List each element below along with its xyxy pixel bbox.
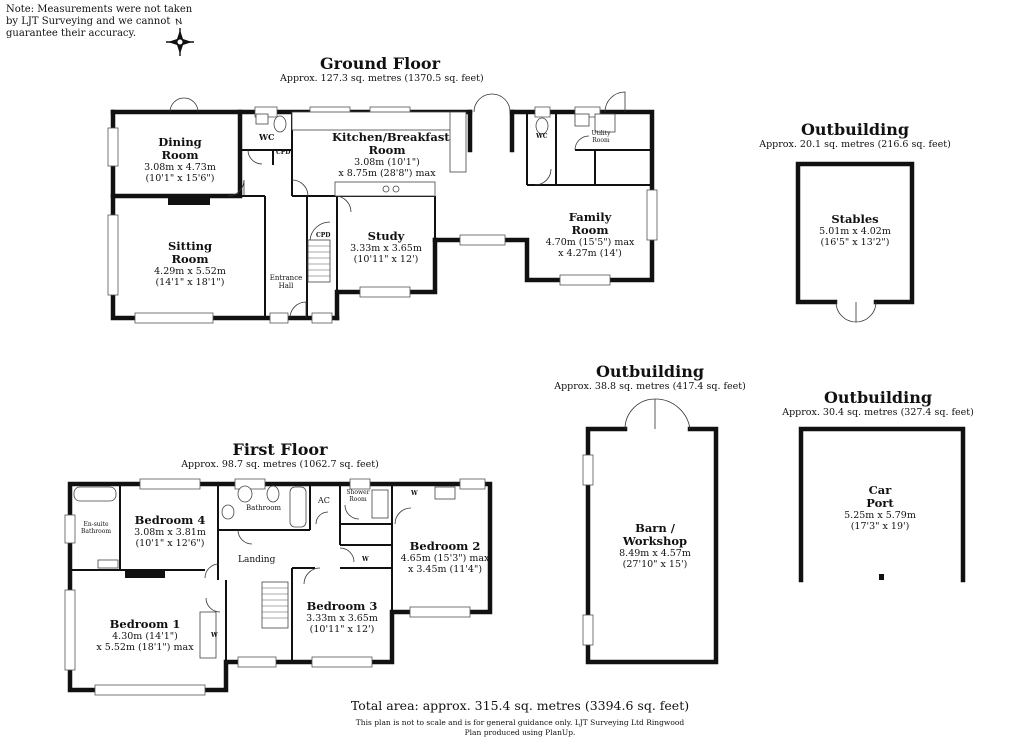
room-imperial: (10'1" x 15'6") (145, 173, 215, 184)
outbuilding-title: Outbuilding (595, 362, 705, 381)
room-name: Family Room (568, 210, 612, 237)
room-imperial: x 3.45m (11'4") (407, 564, 483, 575)
stables-plan (795, 161, 915, 323)
room-metric: 5.25m x 5.79m (844, 510, 916, 521)
room-name: Stables (831, 212, 879, 226)
wc-label: WC (259, 132, 275, 142)
room-metric: 3.08m x 3.81m (134, 527, 206, 538)
entrance-hall-label: Entrance Hall (269, 274, 303, 290)
room-imperial: x 8.75m (28'8") max (338, 168, 436, 179)
first-floor-area: Approx. 98.7 sq. metres (1062.7 sq. feet… (181, 459, 379, 470)
ground-floor-area: Approx. 127.3 sq. metres (1370.5 sq. fee… (280, 73, 484, 84)
landing-label: Landing (238, 555, 276, 565)
disclaimer-note: Note: Measurements were not taken by LJT… (6, 4, 193, 39)
bathroom-label: Bathroom (246, 504, 282, 512)
room-name: Sitting Room (167, 239, 213, 266)
room-metric: 4.29m x 5.52m (154, 266, 226, 277)
ac-label: AC (318, 496, 330, 505)
room-imperial: (10'11" x 12') (353, 254, 419, 265)
bedroom2-label: Bedroom 2 4.65m (15'3") max x 3.45m (11'… (398, 539, 492, 576)
cpd-label: CPD (276, 149, 291, 156)
room-name: Bedroom 4 (134, 513, 206, 527)
room-imperial: x 4.27m (14') (558, 248, 622, 259)
barn-label: Barn / Workshop 8.49m x 4.57m (27'10" x … (600, 521, 710, 571)
stables-label: Stables 5.01m x 4.02m (16'5" x 13'2") (805, 212, 905, 249)
compass-icon: N (166, 16, 194, 56)
carport-plan (798, 426, 966, 583)
wc2-label: WC (536, 133, 548, 140)
study-label: Study 3.33m x 3.65m (10'11" x 12') (340, 229, 432, 266)
dining-room-label: Dining Room 3.08m x 4.73m (10'1" x 15'6"… (130, 135, 230, 185)
footer: This plan is not to scale and is for gen… (300, 718, 740, 738)
room-metric: 4.30m (14'1") (112, 631, 178, 642)
family-room-label: Family Room 4.70m (15'5") max x 4.27m (1… (535, 210, 645, 260)
utility-label: Utility Room (591, 130, 611, 144)
ground-floor-plan (107, 91, 658, 324)
room-metric: 3.33m x 3.65m (350, 243, 422, 254)
outbuilding-area: Approx. 20.1 sq. metres (216.6 sq. feet) (759, 139, 951, 150)
first-floor-heading: First Floor Approx. 98.7 sq. metres (106… (180, 440, 380, 470)
wardrobe-top-label: W (411, 490, 418, 497)
room-name: Study (367, 229, 405, 243)
footer-line1: This plan is not to scale and is for gen… (355, 718, 685, 727)
room-name: Bedroom 2 (409, 539, 481, 553)
room-name: Bedroom 1 (109, 617, 181, 631)
ground-floor-heading: Ground Floor Approx. 127.3 sq. metres (1… (280, 54, 484, 84)
room-name: Dining Room (158, 135, 202, 162)
outbuilding-title: Outbuilding (800, 120, 910, 139)
room-imperial: (17'3" x 19') (850, 521, 910, 532)
room-metric: 5.01m x 4.02m (819, 226, 891, 237)
room-imperial: (14'1" x 18'1") (155, 277, 225, 288)
room-metric: 4.65m (15'3") max (400, 553, 490, 564)
room-name: Kitchen/Breakfast Room (332, 130, 450, 157)
room-name: Barn / Workshop (622, 521, 688, 548)
first-floor-plan (64, 478, 493, 696)
room-metric: 3.08m x 4.73m (144, 162, 216, 173)
room-name: Car Port (866, 483, 894, 510)
stables-heading: Outbuilding Approx. 20.1 sq. metres (216… (755, 120, 955, 150)
wardrobe-bed1-label: W (211, 632, 218, 639)
kitchen-label: Kitchen/Breakfast Room 3.08m (10'1") x 8… (322, 130, 452, 180)
room-imperial: (16'5" x 13'2") (820, 237, 890, 248)
footer-line2: Plan produced using PlanUp. (464, 728, 576, 737)
room-imperial: (10'11" x 12') (309, 624, 375, 635)
first-floor-title: First Floor (232, 440, 328, 459)
carport-heading: Outbuilding Approx. 30.4 sq. metres (327… (778, 388, 978, 418)
room-metric: 4.70m (15'5") max (545, 237, 635, 248)
shower-room-label: Shower Room (346, 489, 370, 503)
outbuilding-area: Approx. 30.4 sq. metres (327.4 sq. feet) (782, 407, 974, 418)
ensuite-label: En-suite Bathroom (80, 521, 112, 535)
bedroom3-label: Bedroom 3 3.33m x 3.65m (10'11" x 12') (296, 599, 388, 636)
room-imperial: (10'1" x 12'6") (135, 538, 205, 549)
outbuilding-area: Approx. 38.8 sq. metres (417.4 sq. feet) (554, 381, 746, 392)
outbuilding-title: Outbuilding (823, 388, 933, 407)
cpd2-label: CPD (316, 232, 331, 239)
ground-floor-title: Ground Floor (320, 54, 440, 73)
room-imperial: x 5.52m (18'1") max (96, 642, 194, 653)
barn-heading: Outbuilding Approx. 38.8 sq. metres (417… (550, 362, 750, 392)
room-imperial: (27'10" x 15') (622, 559, 688, 570)
room-metric: 8.49m x 4.57m (619, 548, 691, 559)
room-name: Bedroom 3 (306, 599, 378, 613)
room-metric: 3.33m x 3.65m (306, 613, 378, 624)
barn-plan (582, 398, 719, 665)
bedroom4-label: Bedroom 4 3.08m x 3.81m (10'1" x 12'6") (122, 513, 218, 550)
sitting-room-label: Sitting Room 4.29m x 5.52m (14'1" x 18'1… (130, 239, 250, 289)
bedroom1-label: Bedroom 1 4.30m (14'1") x 5.52m (18'1") … (90, 617, 200, 654)
wardrobe-mid-label: W (362, 556, 369, 563)
carport-label: Car Port 5.25m x 5.79m (17'3" x 19') (830, 483, 930, 533)
total-area: Total area: approx. 315.4 sq. metres (33… (350, 698, 690, 713)
room-metric: 3.08m (10'1") (354, 157, 420, 168)
compass-north-label: N (175, 16, 183, 27)
